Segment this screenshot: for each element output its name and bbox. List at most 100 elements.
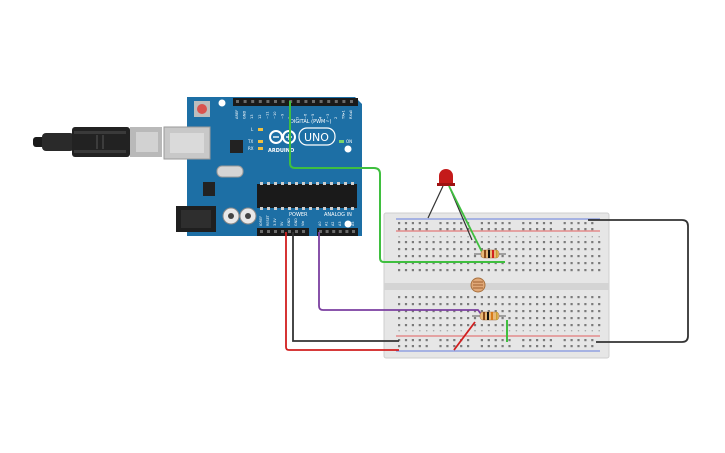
breadboard-hole[interactable] (529, 317, 532, 320)
breadboard-hole[interactable] (439, 262, 442, 265)
rail-hole[interactable] (480, 228, 483, 231)
breadboard-hole[interactable] (598, 269, 601, 272)
rail-hole[interactable] (398, 345, 401, 348)
breadboard-hole[interactable] (439, 269, 442, 272)
rail-hole[interactable] (591, 345, 594, 348)
rail-hole[interactable] (467, 228, 470, 231)
breadboard-hole[interactable] (522, 303, 525, 306)
rail-hole[interactable] (529, 228, 532, 231)
breadboard-hole[interactable] (446, 310, 449, 313)
analog-pin[interactable] (319, 230, 322, 233)
breadboard-hole[interactable] (487, 241, 490, 244)
breadboard-hole[interactable] (556, 262, 559, 265)
breadboard-hole[interactable] (563, 303, 566, 306)
digital-pin[interactable] (304, 100, 308, 103)
breadboard-hole[interactable] (577, 262, 580, 265)
breadboard-hole[interactable] (411, 262, 414, 265)
breadboard-hole[interactable] (536, 269, 539, 272)
rail-hole[interactable] (508, 345, 511, 348)
breadboard-hole[interactable] (536, 248, 539, 251)
breadboard-hole[interactable] (598, 310, 601, 313)
breadboard-hole[interactable] (487, 303, 490, 306)
rail-hole[interactable] (501, 222, 504, 225)
breadboard-hole[interactable] (398, 262, 401, 265)
digital-pin[interactable] (312, 100, 315, 103)
breadboard-hole[interactable] (487, 324, 490, 327)
breadboard-hole[interactable] (549, 241, 552, 244)
rail-hole[interactable] (480, 222, 483, 225)
breadboard-hole[interactable] (598, 303, 601, 306)
breadboard-hole[interactable] (598, 324, 601, 327)
breadboard-hole[interactable] (453, 248, 456, 251)
breadboard-hole[interactable] (542, 248, 546, 251)
breadboard-hole[interactable] (494, 303, 497, 306)
breadboard-hole[interactable] (487, 296, 490, 299)
breadboard-hole[interactable] (515, 317, 518, 320)
breadboard-hole[interactable] (570, 241, 573, 244)
breadboard-hole[interactable] (522, 248, 525, 251)
breadboard-hole[interactable] (529, 262, 532, 265)
breadboard-hole[interactable] (425, 255, 428, 258)
rail-hole[interactable] (501, 228, 504, 231)
breadboard-hole[interactable] (473, 310, 477, 313)
breadboard-hole[interactable] (556, 248, 559, 251)
breadboard-hole[interactable] (446, 296, 449, 299)
breadboard-hole[interactable] (501, 317, 504, 320)
breadboard-hole[interactable] (577, 241, 580, 244)
breadboard-hole[interactable] (584, 303, 587, 306)
breadboard-hole[interactable] (480, 296, 483, 299)
breadboard-hole[interactable] (584, 262, 587, 265)
rail-hole[interactable] (570, 222, 573, 225)
breadboard-hole[interactable] (563, 317, 566, 320)
rail-hole[interactable] (494, 339, 497, 342)
breadboard-hole[interactable] (591, 241, 594, 244)
breadboard-hole[interactable] (467, 262, 470, 265)
rail-hole[interactable] (453, 222, 456, 225)
breadboard-hole[interactable] (404, 255, 408, 258)
analog-pin[interactable] (325, 230, 329, 233)
breadboard-hole[interactable] (563, 324, 566, 327)
breadboard-hole[interactable] (508, 255, 511, 258)
usb-cable[interactable] (33, 127, 162, 157)
breadboard-hole[interactable] (570, 269, 573, 272)
rail-hole[interactable] (501, 345, 504, 348)
breadboard-hole[interactable] (446, 241, 449, 244)
breadboard-hole[interactable] (411, 241, 414, 244)
rail-hole[interactable] (577, 228, 580, 231)
wire-red-5v[interactable] (285, 232, 399, 351)
breadboard-hole[interactable] (584, 317, 587, 320)
power-pin[interactable] (267, 230, 270, 233)
rail-hole[interactable] (584, 345, 587, 348)
rail-hole[interactable] (398, 222, 401, 225)
breadboard-hole[interactable] (432, 296, 435, 299)
breadboard-hole[interactable] (542, 255, 546, 258)
rail-hole[interactable] (446, 228, 449, 231)
breadboard-hole[interactable] (536, 296, 539, 299)
breadboard-hole[interactable] (425, 262, 428, 265)
breadboard-hole[interactable] (460, 241, 463, 244)
digital-pin[interactable] (319, 100, 323, 103)
rail-hole[interactable] (460, 345, 463, 348)
breadboard-hole[interactable] (570, 248, 573, 251)
breadboard-hole[interactable] (529, 296, 532, 299)
breadboard-hole[interactable] (453, 317, 456, 320)
wire-green-digital[interactable] (289, 101, 505, 263)
breadboard-hole[interactable] (418, 317, 421, 320)
breadboard-hole[interactable] (425, 324, 428, 327)
digital-pin[interactable] (274, 100, 277, 103)
breadboard-hole[interactable] (556, 296, 559, 299)
breadboard-hole[interactable] (529, 324, 532, 327)
breadboard-hole[interactable] (536, 324, 539, 327)
breadboard-hole[interactable] (529, 255, 532, 258)
breadboard-hole[interactable] (411, 269, 414, 272)
breadboard-hole[interactable] (473, 269, 477, 272)
breadboard-hole[interactable] (563, 248, 566, 251)
breadboard-hole[interactable] (577, 269, 580, 272)
rail-hole[interactable] (487, 345, 490, 348)
breadboard-hole[interactable] (439, 303, 442, 306)
breadboard-hole[interactable] (591, 303, 594, 306)
breadboard-hole[interactable] (515, 310, 518, 313)
breadboard-hole[interactable] (508, 241, 511, 244)
breadboard-hole[interactable] (522, 324, 525, 327)
breadboard-hole[interactable] (398, 310, 401, 313)
